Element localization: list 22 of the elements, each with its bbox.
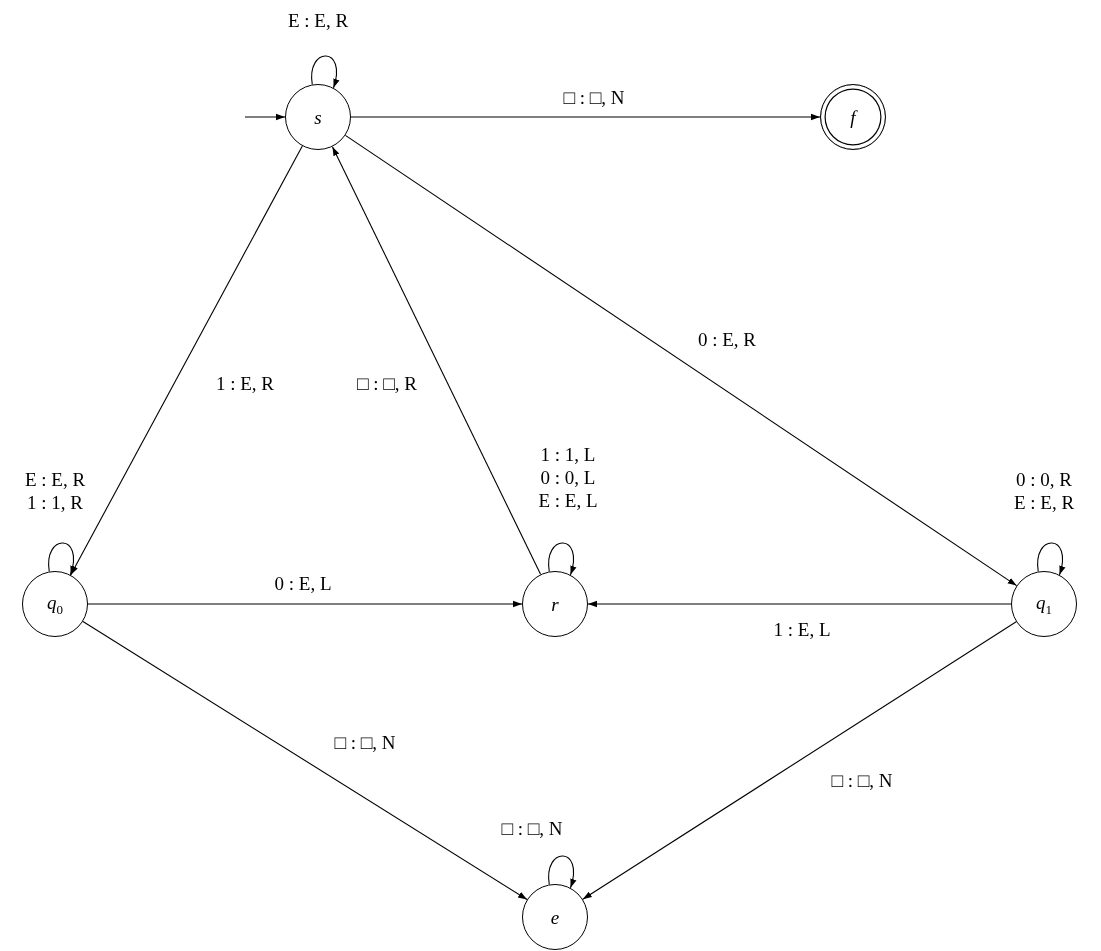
state-name: e bbox=[550, 907, 560, 927]
state-circle bbox=[522, 884, 588, 950]
state-name: r bbox=[551, 594, 559, 614]
state-name: q$_{0}$ bbox=[47, 592, 63, 616]
state-name: q$_{1}$ bbox=[1036, 592, 1052, 616]
transition-arrow bbox=[70, 145, 303, 576]
state-name: f bbox=[850, 107, 856, 127]
self-loop-arrow bbox=[548, 855, 576, 889]
transition-arrow bbox=[87, 600, 523, 608]
self-loop-arrow bbox=[48, 542, 76, 576]
self-loop-arrow bbox=[1037, 542, 1065, 576]
transition-arrow bbox=[344, 134, 1018, 587]
transition-arrow bbox=[244, 113, 286, 121]
state-circle bbox=[285, 84, 351, 150]
transition-arrow bbox=[350, 113, 821, 121]
self-loop-arrow bbox=[311, 55, 339, 89]
self-loop-arrow bbox=[548, 542, 576, 576]
transition-arrow bbox=[582, 621, 1017, 900]
state-name: s bbox=[314, 107, 322, 127]
transition-arrow bbox=[82, 620, 528, 901]
transition-arrow bbox=[587, 600, 1012, 608]
transition-arrow bbox=[331, 146, 542, 575]
